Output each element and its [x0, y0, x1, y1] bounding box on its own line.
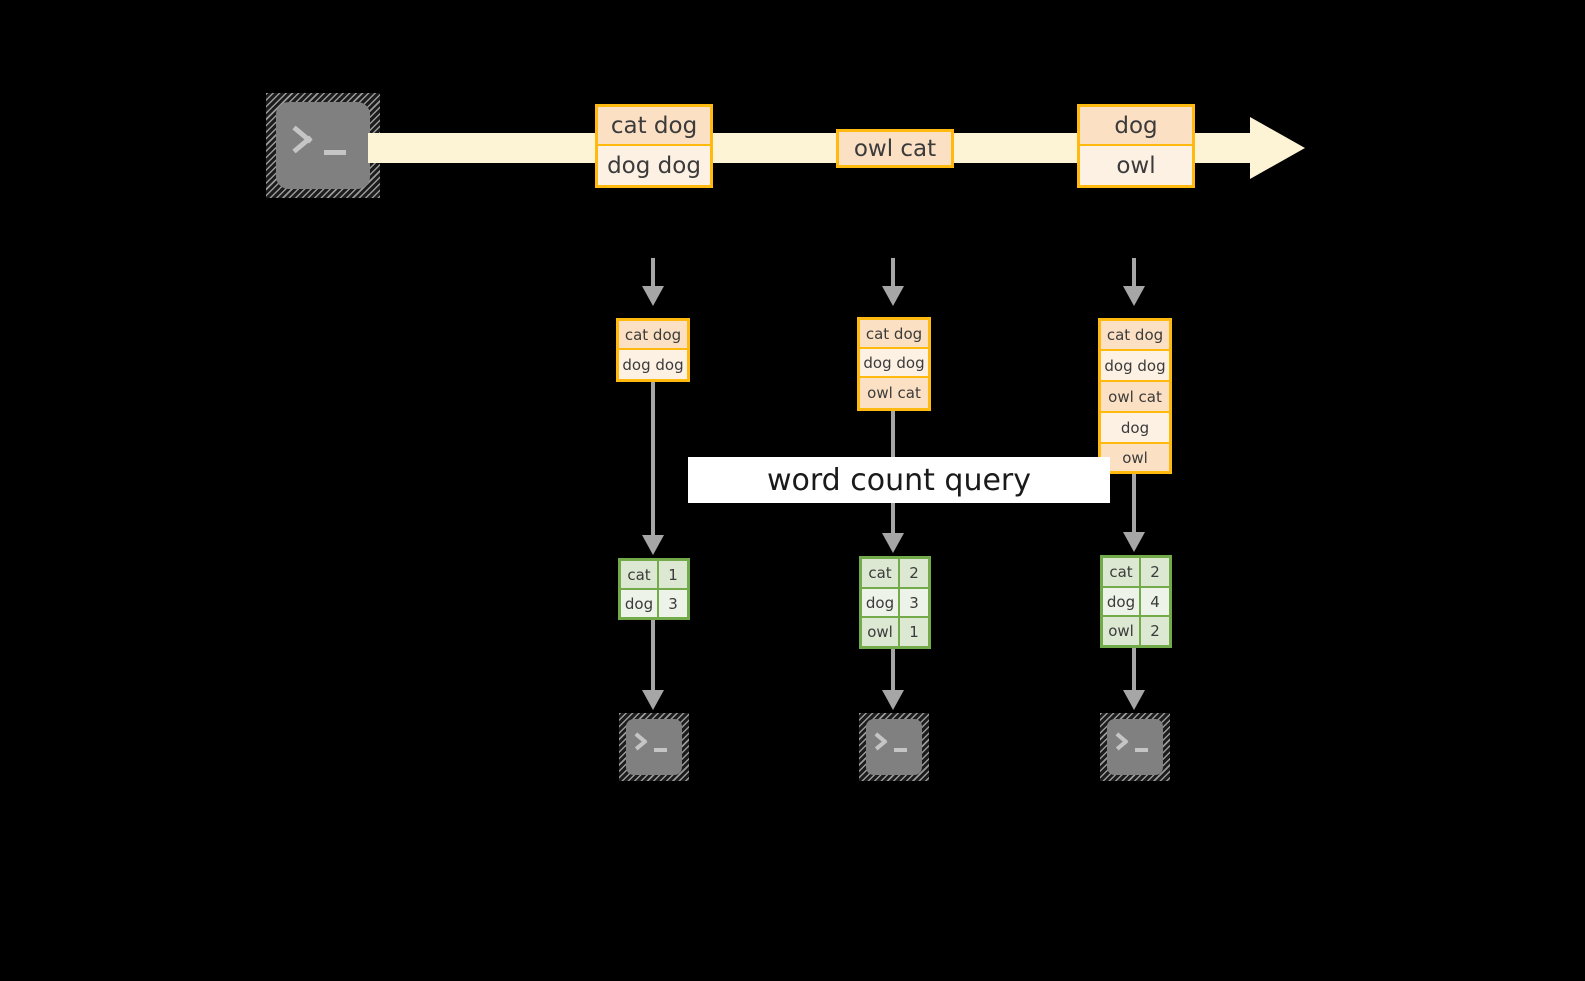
- prompt-chevron-lower: [1115, 739, 1129, 751]
- result-count: 4: [1141, 587, 1169, 616]
- snapshot-3-feeder-arrowhead: [1123, 286, 1145, 306]
- snapshot-3-result-table: cat 2 dog 4 owl 2: [1100, 555, 1172, 648]
- snapshot-1-input-table: cat dog dog dog: [616, 318, 690, 382]
- result-word: cat: [621, 561, 659, 588]
- snapshot-3-input-row: dog: [1101, 413, 1169, 444]
- snapshot-3-sink-arrowhead: [1123, 690, 1145, 710]
- prompt-underscore: [1135, 748, 1148, 752]
- result-count: 3: [900, 588, 928, 617]
- snapshot-2-feeder-arrowhead: [882, 286, 904, 306]
- snapshot-3-input-row: owl cat: [1101, 382, 1169, 413]
- snapshot-3-feeder-shaft: [1132, 258, 1136, 286]
- snapshot-2-sink-terminal-icon: [859, 713, 929, 781]
- snapshot-3-query-shaft: [1132, 474, 1136, 536]
- result-word: dog: [862, 588, 900, 617]
- snapshot-3-sink-terminal-icon: [1100, 713, 1170, 781]
- table-row: cat 2: [862, 559, 928, 589]
- result-count: 2: [1141, 617, 1169, 646]
- stream-event-2: owl cat: [836, 129, 954, 168]
- snapshot-2-query-arrowhead: [882, 533, 904, 553]
- terminal-screen: [866, 719, 922, 775]
- prompt-underscore: [324, 150, 346, 155]
- snapshot-1-sink-arrowhead: [642, 690, 664, 710]
- table-row: owl 2: [1103, 617, 1169, 646]
- source-terminal-icon: [266, 93, 380, 198]
- result-count: 2: [900, 559, 928, 587]
- result-word: cat: [862, 559, 900, 587]
- snapshot-1-result-table: cat 1 dog 3: [618, 558, 690, 620]
- snapshot-1-sink-terminal-icon: [619, 713, 689, 781]
- stream-event-1: cat dog dog dog: [595, 104, 713, 188]
- snapshot-2-result-table: cat 2 dog 3 owl 1: [859, 556, 931, 649]
- prompt-underscore: [894, 748, 907, 752]
- stream-event-2-line-1: owl cat: [839, 132, 951, 165]
- snapshot-3-input-row: dog dog: [1101, 351, 1169, 382]
- snapshot-1-feeder-shaft: [651, 258, 655, 286]
- table-row: cat 2: [1103, 558, 1169, 588]
- stream-event-3-line-1: dog: [1080, 107, 1192, 146]
- snapshot-3-input-row: cat dog: [1101, 321, 1169, 351]
- terminal-screen: [1107, 719, 1163, 775]
- snapshot-3-input-table: cat dog dog dog owl cat dog owl: [1098, 318, 1172, 474]
- snapshot-2-input-table: cat dog dog dog owl cat: [857, 317, 931, 411]
- result-word: dog: [621, 590, 659, 617]
- query-label: word count query: [688, 457, 1110, 503]
- snapshot-2-input-row: cat dog: [860, 320, 928, 349]
- snapshot-1-sink-shaft: [651, 620, 655, 692]
- result-count: 3: [659, 590, 687, 617]
- result-count: 1: [900, 618, 928, 647]
- terminal-screen: [276, 102, 370, 189]
- snapshot-1-input-row: dog dog: [619, 350, 687, 379]
- snapshot-3-input-row: owl: [1101, 444, 1169, 471]
- table-row: owl 1: [862, 618, 928, 647]
- snapshot-1-feeder-arrowhead: [642, 286, 664, 306]
- terminal-screen: [626, 719, 682, 775]
- event-stream-arrowhead: [1250, 117, 1305, 179]
- snapshot-2-sink-shaft: [891, 649, 895, 692]
- result-count: 2: [1141, 558, 1169, 586]
- snapshot-3-query-arrowhead: [1123, 532, 1145, 552]
- result-word: dog: [1103, 587, 1141, 616]
- stream-event-1-line-1: cat dog: [598, 107, 710, 146]
- snapshot-1-query-shaft: [651, 382, 655, 540]
- snapshot-2-feeder-shaft: [891, 258, 895, 286]
- result-count: 1: [659, 561, 687, 588]
- result-word: owl: [1103, 617, 1141, 646]
- stream-event-1-line-2: dog dog: [598, 146, 710, 185]
- table-row: dog 4: [1103, 587, 1169, 618]
- snapshot-2-input-row: owl cat: [860, 378, 928, 408]
- prompt-chevron-lower: [874, 739, 888, 751]
- table-row: dog 3: [621, 590, 687, 617]
- snapshot-2-sink-arrowhead: [882, 690, 904, 710]
- prompt-chevron-lower: [634, 739, 648, 751]
- snapshot-1-query-arrowhead: [642, 535, 664, 555]
- result-word: owl: [862, 618, 900, 647]
- snapshot-2-input-row: dog dog: [860, 349, 928, 378]
- table-row: dog 3: [862, 588, 928, 619]
- stream-event-3: dog owl: [1077, 104, 1195, 188]
- snapshot-1-input-row: cat dog: [619, 321, 687, 350]
- table-row: cat 1: [621, 561, 687, 590]
- result-word: cat: [1103, 558, 1141, 586]
- snapshot-3-sink-shaft: [1132, 648, 1136, 692]
- stream-event-3-line-2: owl: [1080, 146, 1192, 185]
- prompt-underscore: [654, 748, 667, 752]
